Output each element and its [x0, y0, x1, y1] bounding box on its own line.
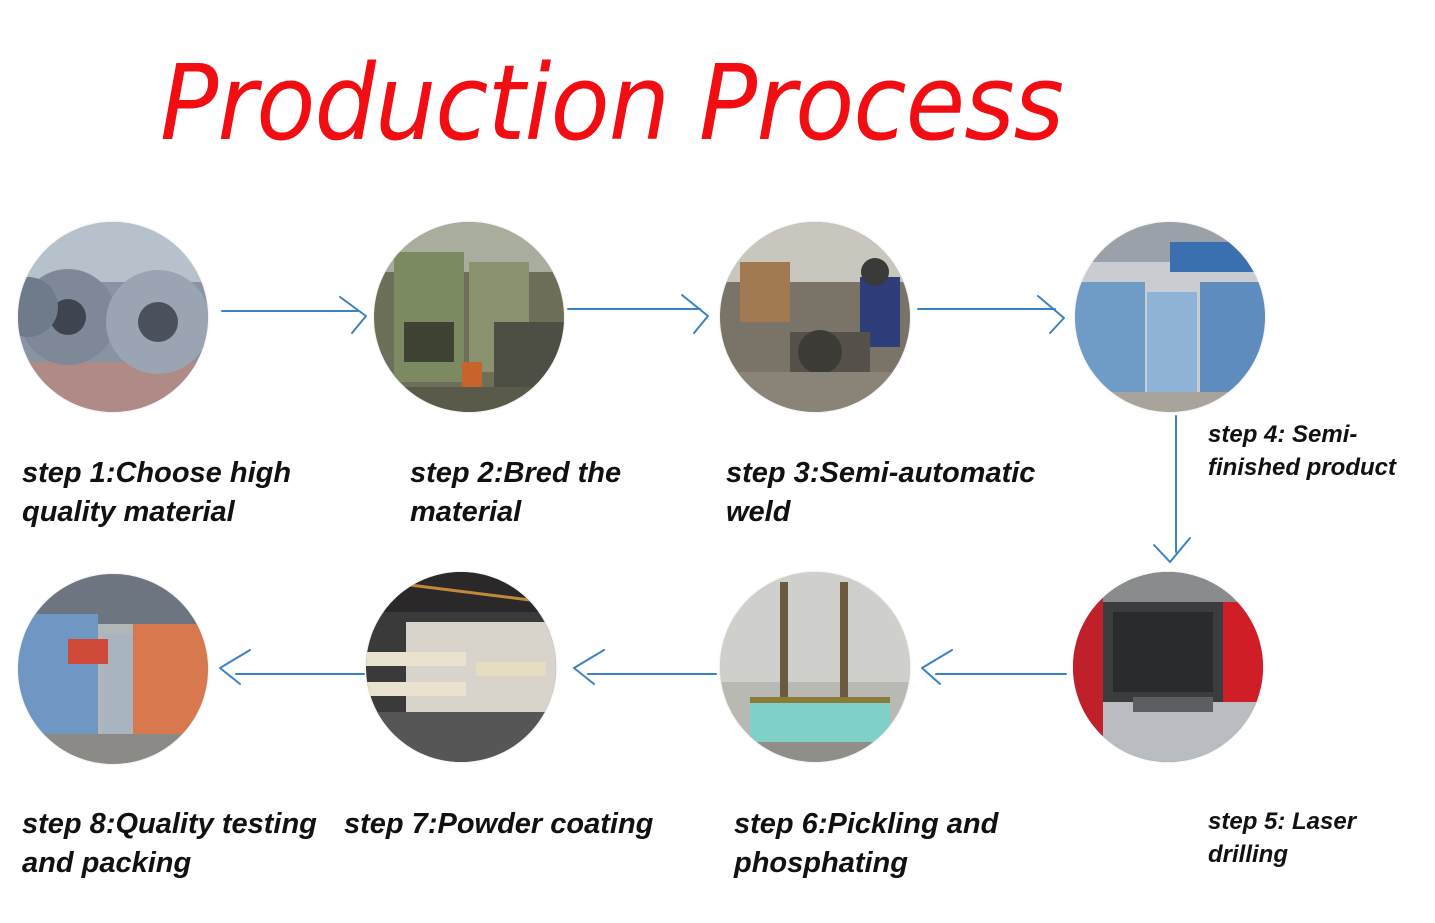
pickling-tank-photo: [720, 572, 910, 762]
arrow-step7-to-step8: [219, 649, 365, 685]
welding-robot-photo: [720, 222, 910, 412]
step3-photo: [720, 222, 910, 412]
press-machine-photo: [374, 222, 564, 412]
arrow-step1-to-step2: [221, 296, 367, 334]
arrow-step2-to-step3: [567, 294, 709, 334]
stacked-semi-finished-photo: [1075, 222, 1265, 412]
step6-photo: [720, 572, 910, 762]
powder-coating-line-photo: [366, 572, 556, 762]
step2-photo: [374, 222, 564, 412]
page-title: Production Process: [160, 42, 1064, 164]
step7-label: step 7:Powder coating: [344, 808, 654, 840]
arrow-step4-to-step5: [1153, 415, 1191, 563]
step3-label: step 3:Semi-automatic weld: [726, 457, 1036, 528]
arrow-step3-to-step4: [917, 295, 1065, 334]
step4-photo: [1075, 222, 1265, 412]
step8-label: step 8:Quality testing and packing: [22, 808, 317, 879]
step2-label: step 2:Bred the material: [410, 457, 622, 528]
arrow-step6-to-step7: [573, 649, 717, 685]
step8-photo: [18, 574, 208, 764]
step1-label: step 1:Choose high quality material: [22, 457, 292, 528]
step6-label: step 6:Pickling and phosphating: [734, 808, 999, 879]
laser-turret-punch-photo: [1073, 572, 1263, 762]
step5-photo: [1073, 572, 1263, 762]
step5-label: step 5: Laser drilling: [1208, 808, 1357, 868]
step4-label: step 4: Semi-finished product: [1208, 421, 1396, 481]
step7-photo: [366, 572, 556, 762]
step1-photo: [18, 222, 208, 412]
packed-products-photo: [18, 574, 208, 764]
steel-coils-photo: [18, 222, 208, 412]
arrow-step5-to-step6: [921, 649, 1067, 685]
